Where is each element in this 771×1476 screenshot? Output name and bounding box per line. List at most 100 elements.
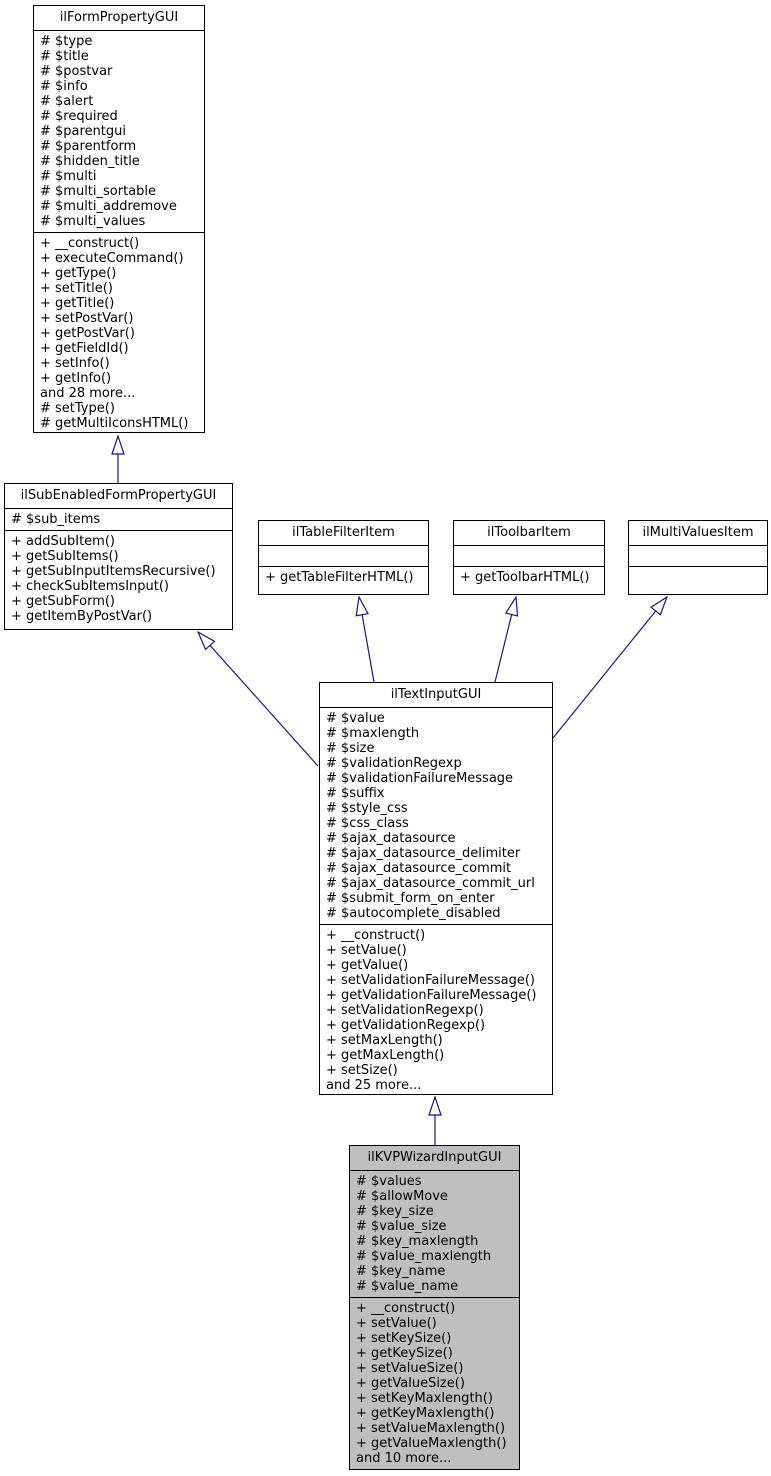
method-row: + getValidationFailureMessage() <box>326 988 537 1003</box>
arrow-textinput-to-multivaluesitem <box>552 597 667 739</box>
attribute-row: # $style_css <box>326 801 408 816</box>
method-row: + executeCommand() <box>40 251 184 266</box>
method-row: + getValue() <box>326 958 409 973</box>
method-row: + __construct() <box>356 1301 456 1316</box>
method-row: + setSize() <box>326 1063 398 1078</box>
attribute-row: # $key_maxlength <box>356 1234 479 1249</box>
method-row: + getInfo() <box>40 371 112 386</box>
method-row: + setValidationRegexp() <box>326 1003 484 1018</box>
method-row: and 25 more... <box>326 1078 422 1093</box>
method-row: and 10 more... <box>356 1451 452 1466</box>
arrow-textinput-to-toolbaritem <box>494 597 516 683</box>
class-title: ilKVPWizardInputGUI <box>367 1150 502 1165</box>
method-row: + setValidationFailureMessage() <box>326 973 535 988</box>
attribute-row: # $multi_values <box>40 214 146 229</box>
class-box-ilmultivaluesitem[interactable]: ilMultiValuesItem <box>628 520 768 595</box>
attribute-row: # $value_size <box>356 1219 447 1234</box>
methods-compartment: + addSubItem()+ getSubItems()+ getSubInp… <box>5 530 232 629</box>
methods-compartment: + __construct()+ setValue()+ setKeySize(… <box>350 1297 519 1469</box>
method-row: + setPostVar() <box>40 311 134 326</box>
methods-compartment: + __construct()+ executeCommand()+ getTy… <box>34 232 204 432</box>
attributes-compartment <box>259 545 428 566</box>
attribute-row: # $ajax_datasource_delimiter <box>326 846 521 861</box>
method-row: + setInfo() <box>40 356 110 371</box>
attribute-row: # $submit_form_on_enter <box>326 891 495 906</box>
method-row: and 28 more... <box>40 386 136 401</box>
attribute-row: # $value_maxlength <box>356 1249 492 1264</box>
attribute-row: # $info <box>40 79 88 94</box>
method-row: + setTitle() <box>40 281 113 296</box>
attributes-compartment: # $type# $title# $postvar# $info# $alert… <box>34 30 204 232</box>
class-title: ilTableFilterItem <box>292 525 395 540</box>
method-row: + getValueSize() <box>356 1376 465 1391</box>
methods-compartment <box>629 566 767 594</box>
class-title: ilSubEnabledFormPropertyGUI <box>20 488 217 503</box>
method-row: + getTableFilterHTML() <box>265 570 414 585</box>
attribute-row: # $multi_sortable <box>40 184 157 199</box>
class-box-iltoolbaritem[interactable]: ilToolbarItem + getToolbarHTML() <box>453 520 605 595</box>
method-row: + setKeySize() <box>356 1331 452 1346</box>
method-row: + getKeyMaxlength() <box>356 1406 495 1421</box>
class-box-ilformpropertygui[interactable]: ilFormPropertyGUI # $type# $title# $post… <box>33 5 205 433</box>
method-row: + checkSubItemsInput() <box>11 579 169 594</box>
method-row: + setValueSize() <box>356 1361 464 1376</box>
class-title: ilMultiValuesItem <box>642 525 754 540</box>
attribute-row: # $ajax_datasource <box>326 831 456 846</box>
attribute-row: # $ajax_datasource_commit <box>326 861 512 876</box>
method-row: + addSubItem() <box>11 534 115 549</box>
method-row: + getKeySize() <box>356 1346 453 1361</box>
class-title: ilFormPropertyGUI <box>59 10 179 25</box>
class-box-ilsubenabledformpropertygui[interactable]: ilSubEnabledFormPropertyGUI # $sub_items… <box>4 483 233 630</box>
method-row: + getSubItems() <box>11 549 119 564</box>
attribute-row: # $type <box>40 34 93 49</box>
method-row: + getSubForm() <box>11 594 116 609</box>
attribute-row: # $values <box>356 1174 422 1189</box>
attribute-row: # $alert <box>40 94 94 109</box>
method-row: + __construct() <box>326 928 426 943</box>
attribute-row: # $hidden_title <box>40 154 140 169</box>
attribute-row: # $autocomplete_disabled <box>326 906 501 921</box>
attribute-row: # $required <box>40 109 118 124</box>
class-title: ilTextInputGUI <box>390 687 482 702</box>
method-row: + setKeyMaxlength() <box>356 1391 493 1406</box>
attribute-row: # $multi_addremove <box>40 199 177 214</box>
class-box-ilkvpwizardinputgui-current: ilKVPWizardInputGUI # $values# $allowMov… <box>349 1145 520 1470</box>
method-row: + setValueMaxlength() <box>356 1421 506 1436</box>
method-row: + getItemByPostVar() <box>11 609 153 624</box>
method-row: + getValueMaxlength() <box>356 1436 507 1451</box>
methods-compartment: + getTableFilterHTML() <box>259 566 428 594</box>
attribute-row: # $postvar <box>40 64 113 79</box>
method-row: + getMaxLength() <box>326 1048 445 1063</box>
attribute-row: # $title <box>40 49 89 64</box>
attribute-row: # $css_class <box>326 816 409 831</box>
method-row: + getValidationRegexp() <box>326 1018 486 1033</box>
class-box-iltextinputgui[interactable]: ilTextInputGUI # $value# $maxlength# $si… <box>319 682 553 1095</box>
attribute-row: # $suffix <box>326 786 385 801</box>
attributes-compartment: # $sub_items <box>5 508 232 530</box>
attributes-compartment <box>454 545 604 566</box>
attribute-row: # $validationFailureMessage <box>326 771 514 786</box>
method-row: # getMultiIconsHTML() <box>40 416 189 431</box>
attribute-row: # $ajax_datasource_commit_url <box>326 876 535 891</box>
method-row: + getFieldId() <box>40 341 129 356</box>
attribute-row: # $maxlength <box>326 726 420 741</box>
attribute-row: # $parentform <box>40 139 137 154</box>
attribute-row: # $value <box>326 711 385 726</box>
method-row: + getPostVar() <box>40 326 135 341</box>
methods-compartment: + getToolbarHTML() <box>454 566 604 594</box>
methods-compartment: + __construct()+ setValue()+ getValue()+… <box>320 924 552 1094</box>
attribute-row: # $parentgui <box>40 124 127 139</box>
attribute-row: # $allowMove <box>356 1189 448 1204</box>
class-box-iltablefilteritem[interactable]: ilTableFilterItem + getTableFilterHTML() <box>258 520 429 595</box>
attribute-row: # $validationRegexp <box>326 756 462 771</box>
attribute-row: # $size <box>326 741 375 756</box>
attributes-compartment <box>629 545 767 566</box>
arrow-textinput-to-tablefilteritem <box>359 597 375 683</box>
method-row: + getToolbarHTML() <box>460 570 590 585</box>
class-title: ilToolbarItem <box>487 525 571 540</box>
attribute-row: # $sub_items <box>11 512 101 527</box>
method-row: + setValue() <box>356 1316 437 1331</box>
method-row: + setValue() <box>326 943 407 958</box>
attribute-row: # $multi <box>40 169 97 184</box>
method-row: + getTitle() <box>40 296 115 311</box>
